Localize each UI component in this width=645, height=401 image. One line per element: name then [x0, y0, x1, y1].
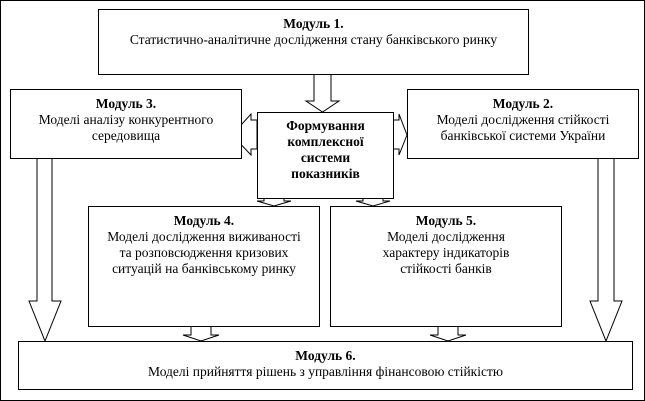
- module-2-title: Модуль 2.: [492, 96, 554, 111]
- module-3-box: Модуль 3. Моделі аналізу конкурентного с…: [10, 89, 242, 159]
- module-5-text: Моделі дослідження характеру індикаторів…: [382, 229, 510, 276]
- module-6-text: Моделі прийняття рішень з управління фін…: [148, 364, 503, 379]
- module-6-box: Модуль 6. Моделі прийняття рішень з упра…: [18, 341, 633, 390]
- module-3-title: Модуль 3.: [95, 96, 157, 111]
- arrow-center-to-m2: [392, 113, 408, 156]
- arrow-m1-to-center: [304, 73, 341, 113]
- module-1-text: Статистично-аналітичне дослідження стану…: [129, 32, 498, 47]
- arrow-center-to-m4: [256, 197, 292, 207]
- module-2-box: Модуль 2. Моделі дослідження стійкості б…: [407, 89, 639, 159]
- arrow-m4-to-m6: [182, 325, 220, 342]
- arrow-m2-to-m6: [589, 157, 623, 343]
- module-4-text: Моделі дослідження виживаності та розпов…: [107, 229, 301, 276]
- module-5-title: Модуль 5.: [415, 213, 477, 228]
- center-box: Формування комплексної системи показникі…: [257, 112, 394, 199]
- module-1-box: Модуль 1. Статистично-аналітичне дослідж…: [98, 9, 529, 75]
- module-1-title: Модуль 1.: [283, 16, 344, 31]
- module-2-text: Моделі дослідження стійкості банківської…: [436, 112, 610, 143]
- center-text: Формування комплексної системи показникі…: [286, 118, 365, 181]
- module-6-title: Модуль 6.: [295, 348, 356, 363]
- module-4-title: Модуль 4.: [173, 213, 235, 228]
- module-5-box: Модуль 5. Моделі дослідження характеру і…: [330, 206, 562, 327]
- arrow-m5-to-m6: [429, 325, 467, 342]
- arrow-m3-to-m6: [28, 157, 62, 343]
- module-3-text: Моделі аналізу конкурентного середовища: [38, 112, 214, 143]
- module-4-box: Модуль 4. Моделі дослідження виживаності…: [88, 206, 320, 327]
- arrow-center-to-m5: [355, 197, 391, 207]
